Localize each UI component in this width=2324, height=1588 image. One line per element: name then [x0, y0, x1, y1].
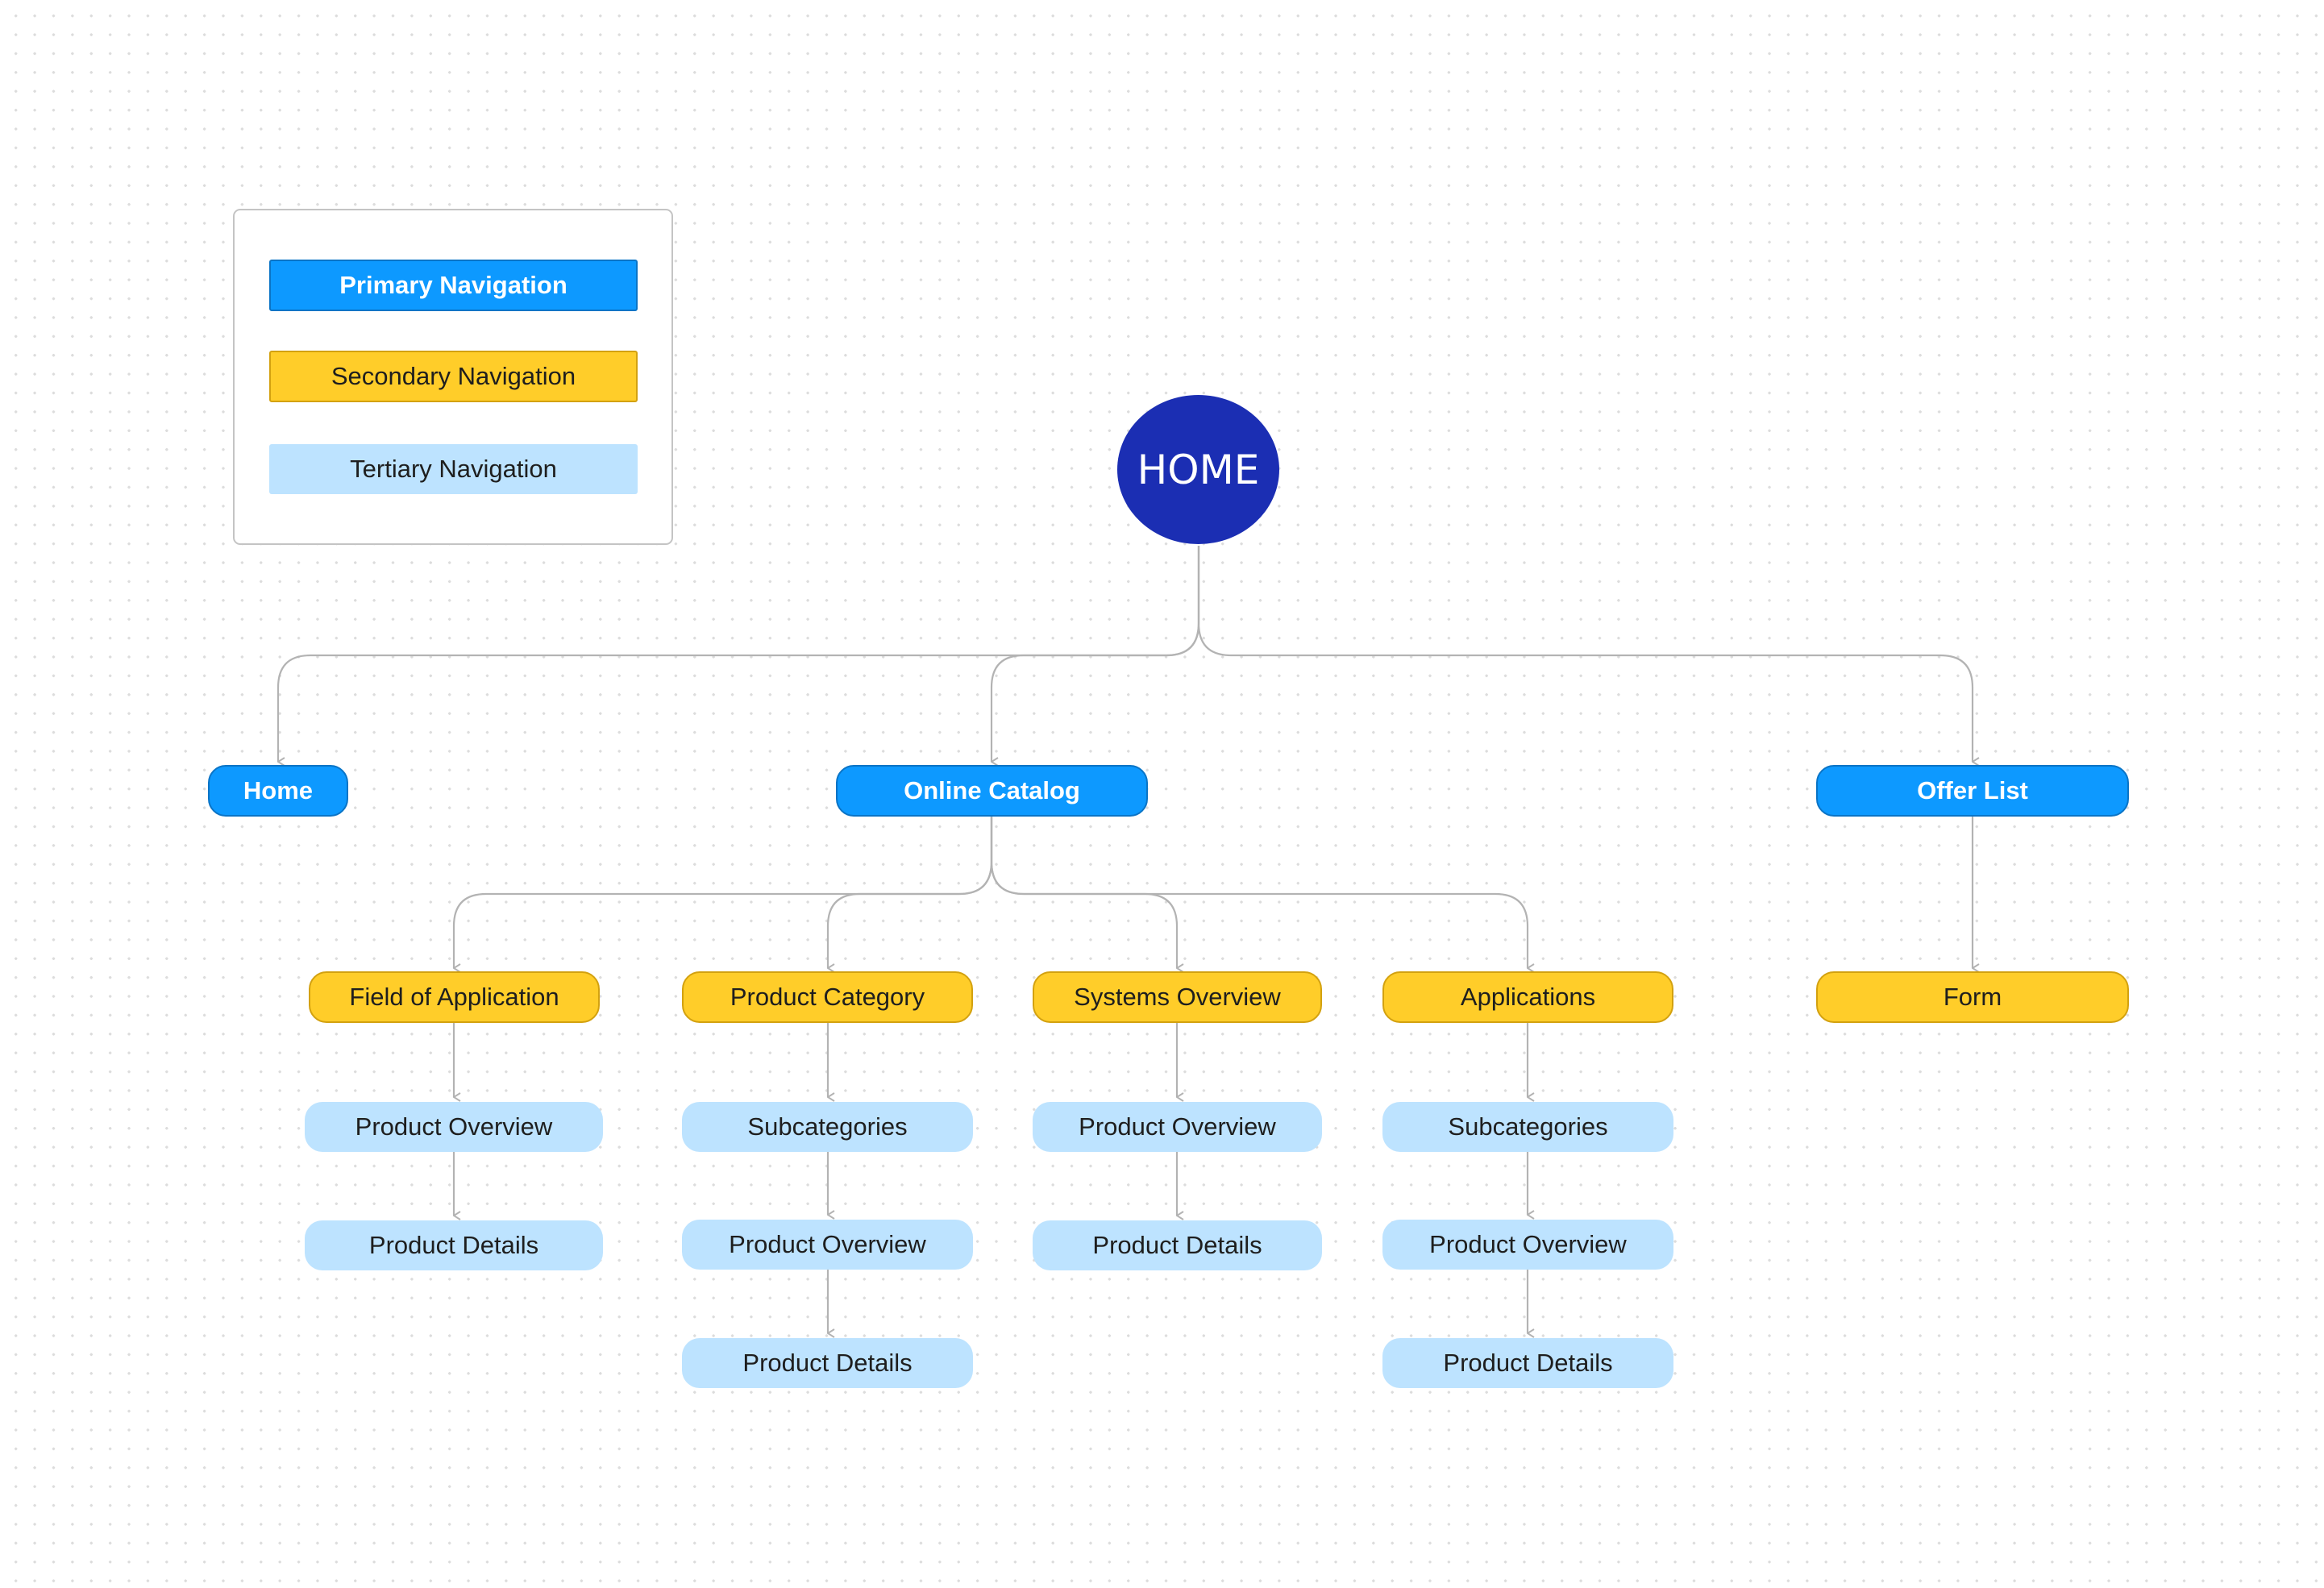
connector-home-to-offer-list: [1197, 546, 1973, 762]
legend-tertiary-navigation: Tertiary Navigation: [269, 444, 638, 494]
connector-catalog-to-product-category: [826, 817, 993, 968]
tertiary-node-product-overview[interactable]: Product Overview: [1033, 1102, 1322, 1152]
connector-home-to-home: [276, 546, 1200, 762]
tertiary-node-subcategories[interactable]: Subcategories: [1382, 1102, 1673, 1152]
tertiary-node-product-overview[interactable]: Product Overview: [305, 1102, 603, 1152]
tertiary-node-product-details[interactable]: Product Details: [1382, 1338, 1673, 1388]
legend-secondary-navigation: Secondary Navigation: [269, 351, 638, 402]
connector-catalog-to-applications: [990, 817, 1528, 968]
tertiary-node-product-overview[interactable]: Product Overview: [1382, 1220, 1673, 1270]
tertiary-node-product-details[interactable]: Product Details: [682, 1338, 973, 1388]
tertiary-node-product-details[interactable]: Product Details: [1033, 1220, 1322, 1270]
connector-catalog-to-systems-overview: [990, 817, 1177, 968]
secondary-node-applications[interactable]: Applications: [1382, 971, 1673, 1023]
primary-node-offer-list[interactable]: Offer List: [1816, 765, 2129, 817]
primary-node-online-catalog[interactable]: Online Catalog: [836, 765, 1148, 817]
connector-catalog-to-field-of-application: [452, 817, 993, 968]
primary-node-home[interactable]: Home: [208, 765, 348, 817]
tertiary-node-product-details[interactable]: Product Details: [305, 1220, 603, 1270]
connector-home-to-online-catalog: [990, 546, 1200, 762]
root-node-home[interactable]: HOME: [1117, 395, 1279, 544]
secondary-node-product-category[interactable]: Product Category: [682, 971, 973, 1023]
secondary-node-field-of-application[interactable]: Field of Application: [309, 971, 600, 1023]
tertiary-node-product-overview[interactable]: Product Overview: [682, 1220, 973, 1270]
secondary-node-systems-overview[interactable]: Systems Overview: [1033, 971, 1322, 1023]
legend-primary-navigation: Primary Navigation: [269, 260, 638, 311]
tertiary-node-subcategories[interactable]: Subcategories: [682, 1102, 973, 1152]
secondary-node-form[interactable]: Form: [1816, 971, 2129, 1023]
